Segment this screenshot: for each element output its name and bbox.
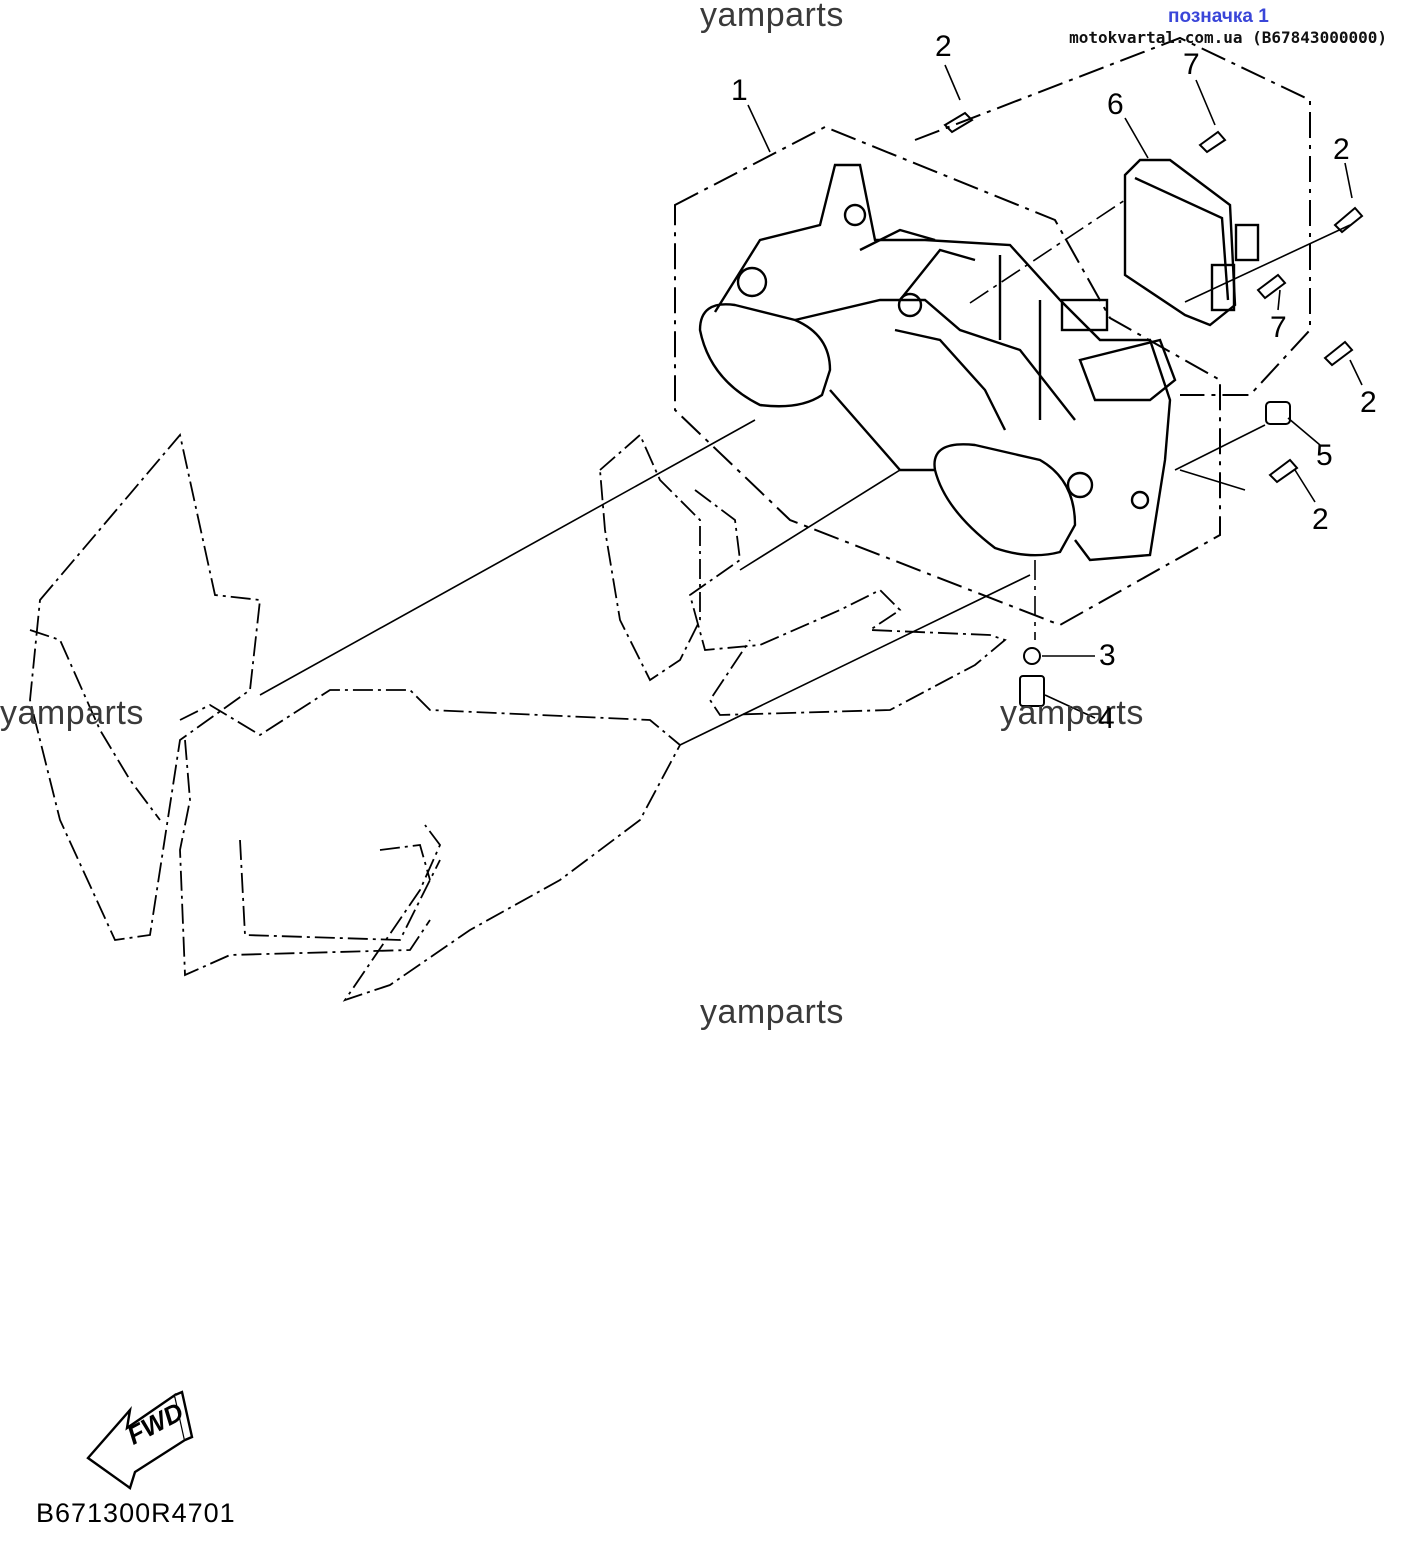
callout-part-6: 6 bbox=[1107, 88, 1124, 121]
watermark-right: yamparts bbox=[1000, 694, 1144, 732]
callout-part-2-mid: 2 bbox=[1360, 386, 1377, 419]
forward-arrow-icon bbox=[86, 1390, 194, 1490]
assembly-boundary-control-unit bbox=[914, 36, 1311, 396]
callout-part-3: 3 bbox=[1099, 639, 1116, 672]
diagram-code: B671300R4701 bbox=[36, 1498, 236, 1528]
callout-part-7-top: 7 bbox=[1183, 48, 1200, 81]
callout-part-2-top: 2 bbox=[935, 30, 952, 63]
control-unit bbox=[1123, 158, 1260, 327]
bookmark-label[interactable]: позначка 1 bbox=[1168, 6, 1269, 27]
guide-lines bbox=[259, 419, 1031, 746]
callout-part-5: 5 bbox=[1316, 439, 1333, 472]
watermark-left: yamparts bbox=[0, 694, 144, 732]
leader-lines bbox=[747, 64, 1363, 719]
callout-part-2-bottom: 2 bbox=[1312, 503, 1329, 536]
headlight-assembly bbox=[698, 163, 1177, 562]
callout-part-2-right: 2 bbox=[1333, 133, 1350, 166]
callout-part-7-bottom: 7 bbox=[1270, 311, 1287, 344]
watermark-top: yamparts bbox=[700, 0, 844, 34]
watermark-bottom: yamparts bbox=[700, 993, 844, 1031]
fairing-phantom-outline bbox=[29, 433, 1007, 1002]
callout-part-4: 4 bbox=[1098, 702, 1115, 735]
callout-part-1: 1 bbox=[731, 74, 748, 107]
fasteners bbox=[943, 111, 1364, 707]
source-caption: motokvartal.com.ua (B67843000000) bbox=[1069, 28, 1387, 47]
